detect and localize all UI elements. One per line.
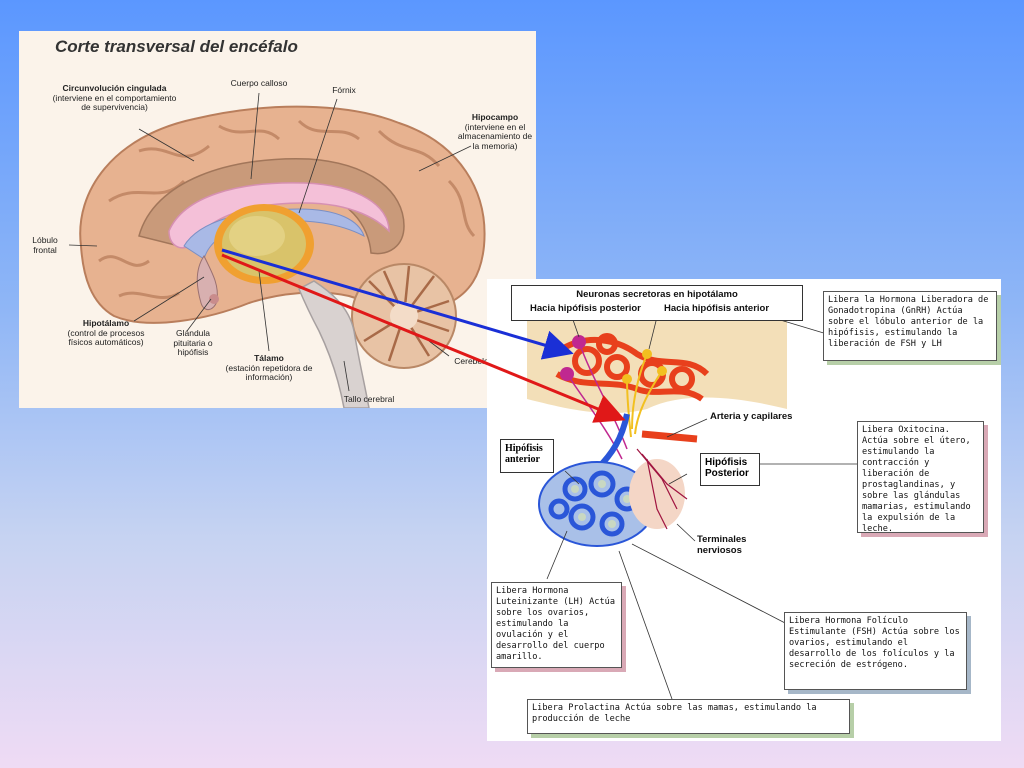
frontal-lobe-label: Lóbulo frontal [32, 235, 58, 255]
to-anterior-label: Hacia hipófisis anterior [664, 303, 770, 314]
pituitary-diagram-panel: Neuronas secretoras en hipotálamo Hacia … [487, 279, 1001, 741]
hypothalamus-label: Hipotálamo(control de procesos físicos a… [67, 318, 145, 347]
gnrh-info-box: Libera la Hormona Liberadora de Gonadotr… [823, 291, 997, 361]
brain-cross-section-panel: Corte transversal del encéfalo [19, 31, 536, 408]
thalamus-label: Tálamo(estación repetidora de informació… [225, 353, 313, 382]
fornix-label: Fórnix [332, 85, 356, 95]
anterior-pituitary-tag: Hipófisis anterior [500, 439, 554, 473]
artery-label: Arteria y capilares [710, 411, 793, 422]
brain-title: Corte transversal del encéfalo [55, 37, 298, 56]
corpus-callosum-label: Cuerpo calloso [230, 78, 288, 88]
brain-stem-label: Tallo cerebral [343, 394, 395, 404]
neurons-header-box: Neuronas secretoras en hipotálamo Hacia … [511, 285, 803, 321]
fsh-info-box: Libera Hormona Folículo Estimulante (FSH… [784, 612, 967, 690]
to-posterior-label: Hacia hipófisis posterior [530, 303, 641, 314]
nerve-terminals-label: Terminales nerviosos [697, 534, 747, 556]
lh-info-box: Libera Hormona Luteinizante (LH) Actúa s… [491, 582, 622, 668]
neurons-header: Neuronas secretoras en hipotálamo [576, 289, 738, 300]
pituitary-gland-label: Glándula pituitaria o hipófisis [173, 328, 213, 357]
prolactin-info-box: Libera Prolactina Actúa sobre las mamas,… [527, 699, 850, 734]
cingulate-gyrus-label: Circunvolución cingulada(interviene en e… [52, 83, 177, 112]
oxytocin-info-box: Libera Oxitocina. Actúa sobre el útero, … [857, 421, 984, 534]
posterior-pituitary-tag: Hipófisis Posterior [700, 453, 760, 486]
hippocampus-label: Hipocampo(interviene en el almacenamient… [457, 112, 533, 151]
